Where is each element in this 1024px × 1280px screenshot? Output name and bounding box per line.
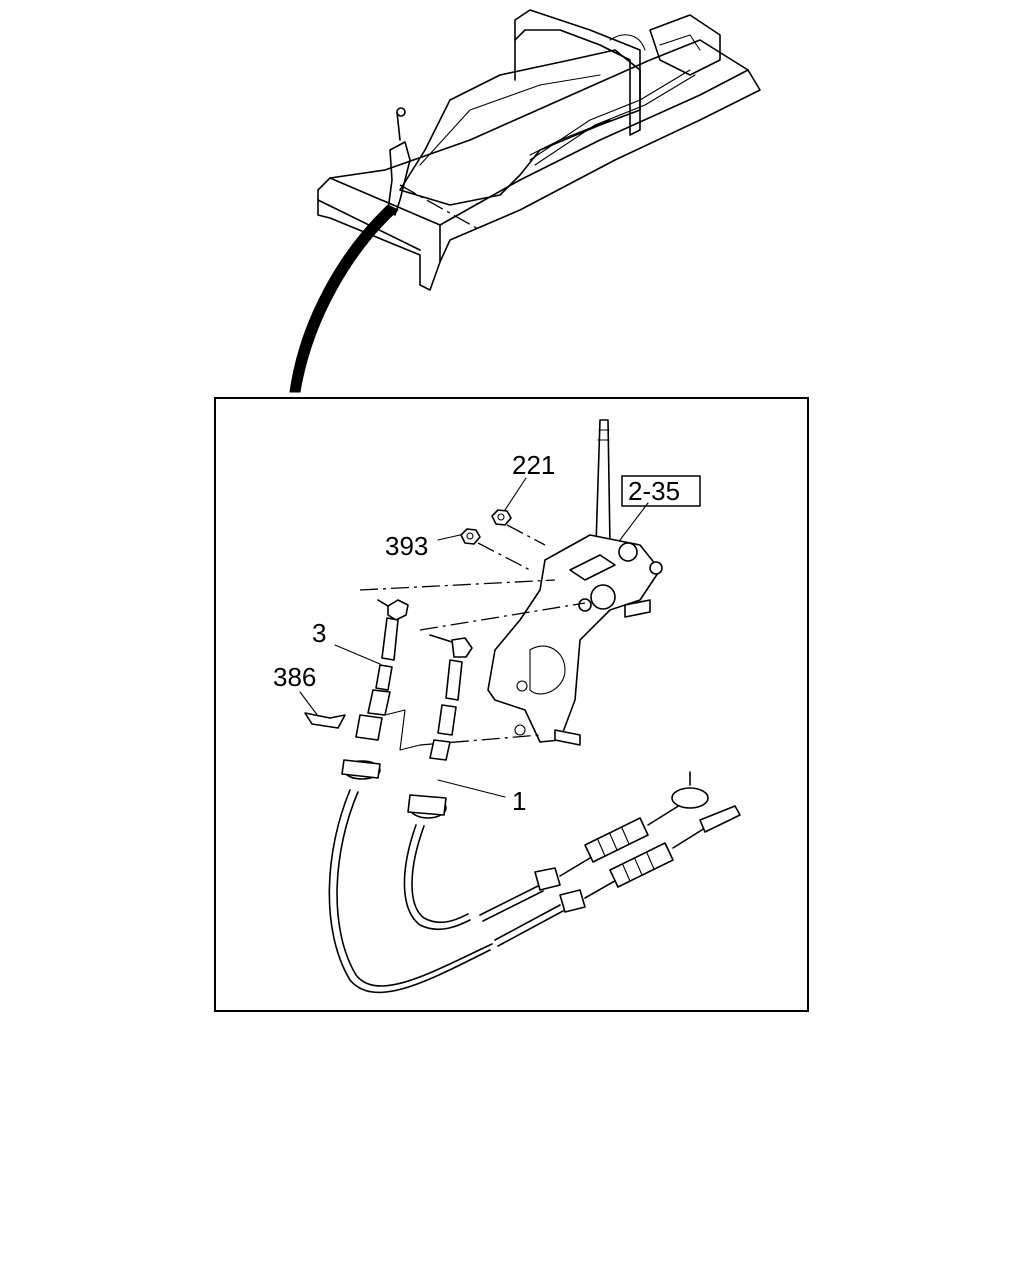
- leader-3: [334, 644, 381, 665]
- cable-ends: [479, 771, 741, 947]
- clip-386: [304, 712, 346, 729]
- callout-1: 1: [512, 786, 526, 816]
- detail-frame: [214, 397, 809, 1012]
- assembly-line-bracket: [419, 734, 541, 746]
- assembly-line-upper: [359, 579, 556, 591]
- nut-221: [491, 509, 512, 526]
- break-line: [384, 709, 421, 751]
- assembly-line-lower: [419, 602, 586, 631]
- leader-221: [504, 477, 527, 511]
- leader-386: [299, 691, 319, 717]
- leader-1: [437, 779, 506, 798]
- callout-3: 3: [312, 618, 326, 648]
- shift-lever-assembly: [487, 419, 663, 746]
- callout-393: 393: [385, 531, 428, 561]
- nut-393: [460, 528, 481, 545]
- control-cable-1: [403, 634, 473, 930]
- callout-386: 386: [273, 662, 316, 692]
- control-cable-3: [328, 599, 493, 994]
- callout-221: 221: [512, 450, 555, 480]
- callout-2-35: 2-35: [628, 476, 680, 506]
- callout-2-35-box: [621, 475, 701, 507]
- vehicle-frame-overview: [289, 9, 761, 393]
- leader-393: [437, 534, 461, 541]
- leader-2-35: [619, 502, 649, 541]
